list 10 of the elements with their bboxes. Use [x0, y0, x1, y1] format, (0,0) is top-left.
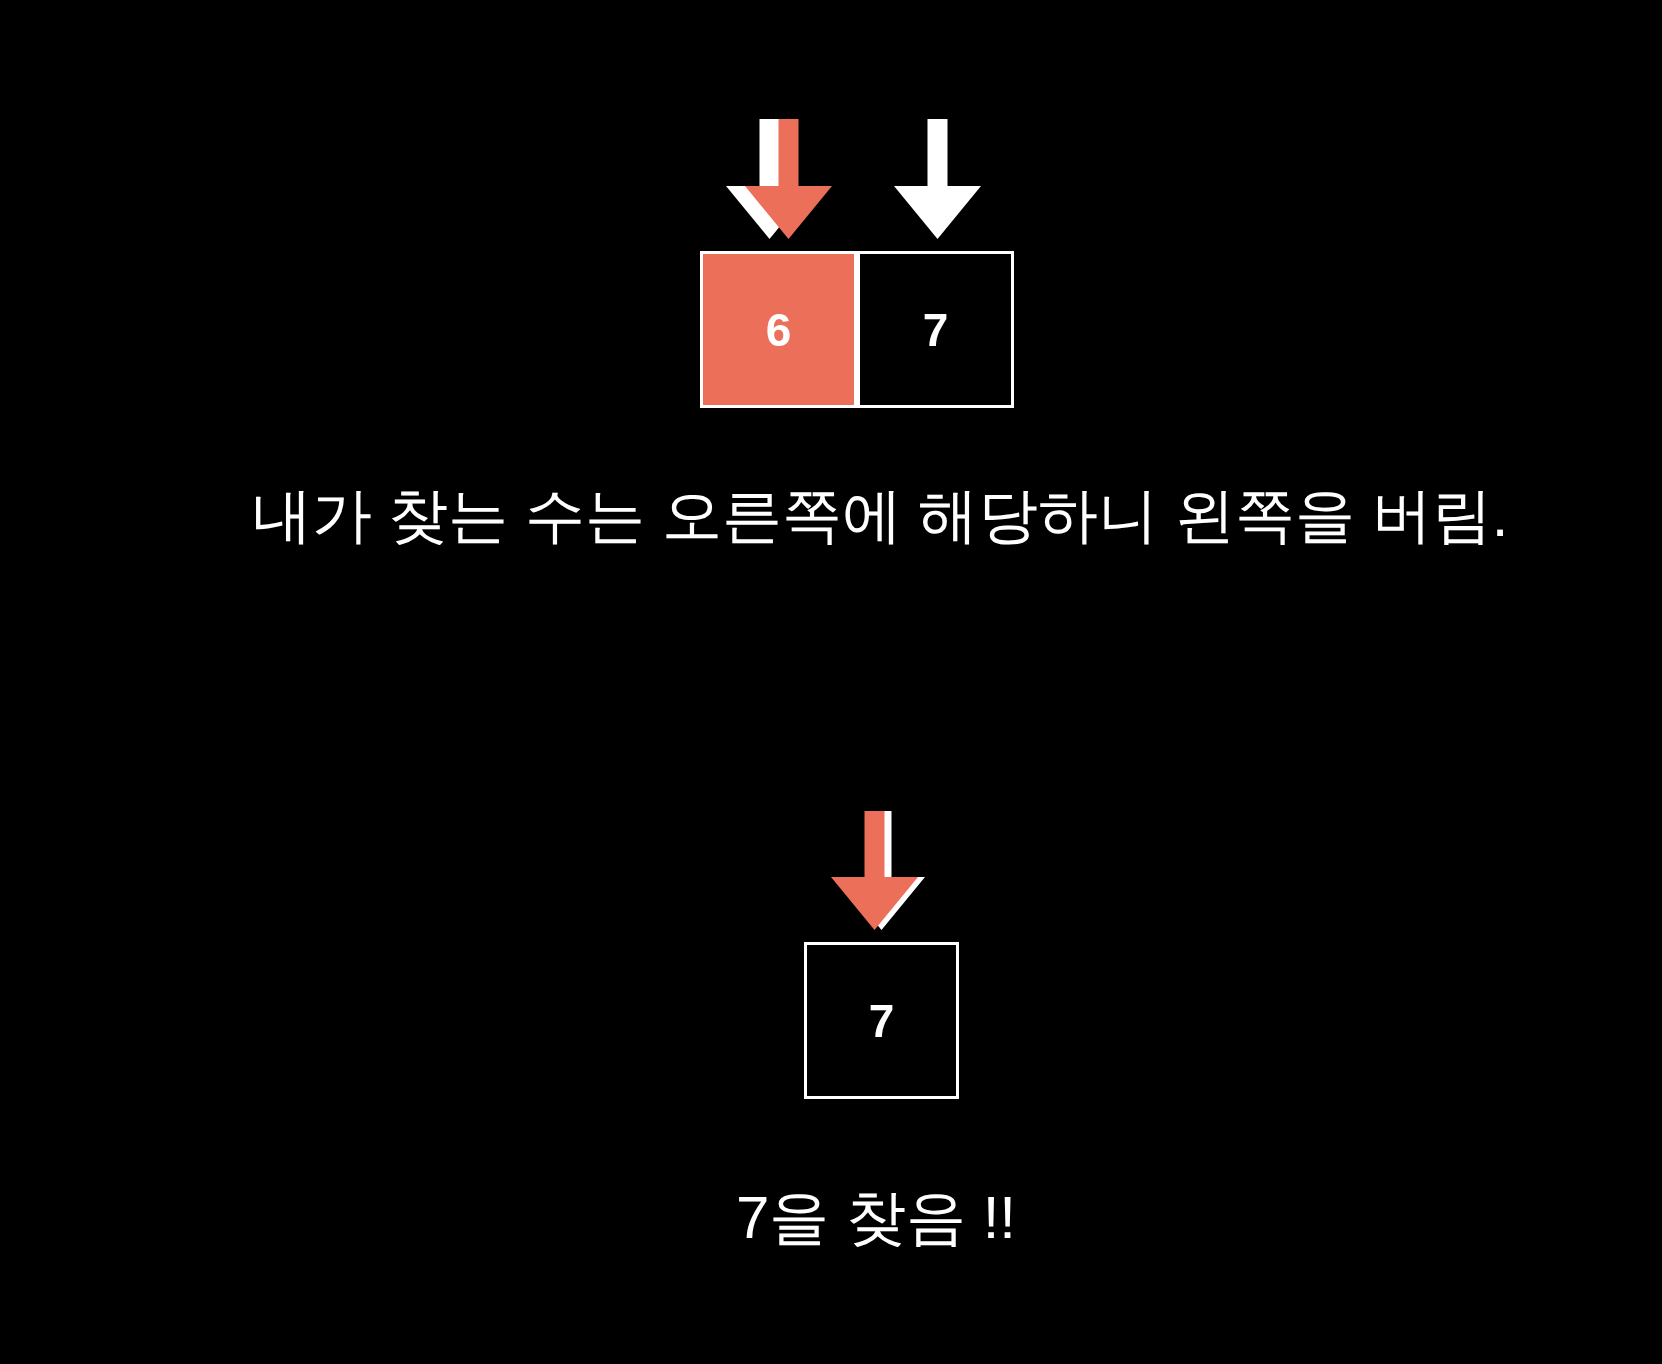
instruction-text: 내가 찾는 수는 오른쪽에 해당하니 왼쪽을 버림. [251, 481, 1509, 551]
cell-value: 7 [922, 302, 949, 357]
cell-value: 7 [868, 993, 895, 1048]
array-cell [700, 251, 857, 408]
pointer-arrow [745, 119, 832, 239]
result-text: 7을 찾음 !! [735, 1183, 1017, 1253]
array-cell [857, 251, 1014, 408]
array-cell [804, 942, 959, 1099]
cell-value: 6 [765, 302, 792, 357]
pointer-arrow [894, 119, 981, 239]
